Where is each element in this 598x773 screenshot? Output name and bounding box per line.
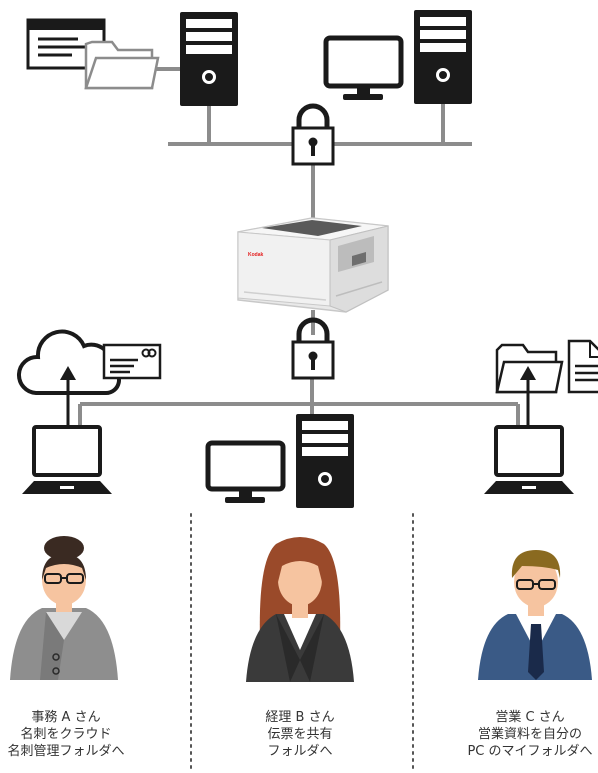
scanner-brand-logo: Kodak xyxy=(248,252,264,258)
person-a-role: 事務 A さん xyxy=(31,710,101,725)
arrow-up-icon xyxy=(520,366,536,428)
person-b-task-line2: フォルダへ xyxy=(267,744,333,759)
padlock-icon xyxy=(291,317,335,380)
person-c-caption: 営業 C さん 営業資料を自分の PC のマイフォルダへ xyxy=(430,709,598,760)
laptop-icon xyxy=(484,425,574,494)
document-icon xyxy=(567,339,598,394)
person-a-task-line1: 名刺をクラウド xyxy=(20,727,112,742)
person-c-role: 営業 C さん xyxy=(495,710,565,725)
person-c-task-line1: 営業資料を自分の xyxy=(477,727,582,742)
server-tower-icon xyxy=(414,10,472,104)
monitor-icon xyxy=(323,35,404,100)
laptop-icon xyxy=(22,425,112,494)
padlock-icon xyxy=(291,103,335,166)
server-tower-icon xyxy=(180,12,238,106)
person-b-role: 経理 B さん xyxy=(265,710,335,725)
arrow-up-icon xyxy=(60,366,76,428)
bottom-network-lines xyxy=(78,402,520,426)
server-tower-icon xyxy=(296,414,354,508)
glasses-icon xyxy=(516,579,556,590)
dotted-dividers xyxy=(190,513,414,773)
person-a-avatar xyxy=(10,536,118,680)
person-c-task-line2: PC のマイフォルダへ xyxy=(467,744,593,759)
business-card-icon xyxy=(102,343,162,380)
person-a-task-line2: 名刺管理フォルダへ xyxy=(7,744,125,759)
person-b-avatar xyxy=(246,537,354,682)
person-b-task-line1: 伝票を共有 xyxy=(267,727,333,742)
person-c-avatar xyxy=(478,550,592,680)
document-scanner: Kodak xyxy=(237,217,389,313)
glasses-icon xyxy=(44,573,84,584)
monitor-icon xyxy=(205,440,286,503)
person-a-caption: 事務 A さん 名刺をクラウド 名刺管理フォルダへ xyxy=(0,709,166,760)
person-b-caption: 経理 B さん 伝票を共有 フォルダへ xyxy=(200,709,400,760)
folder-icon xyxy=(84,40,160,90)
